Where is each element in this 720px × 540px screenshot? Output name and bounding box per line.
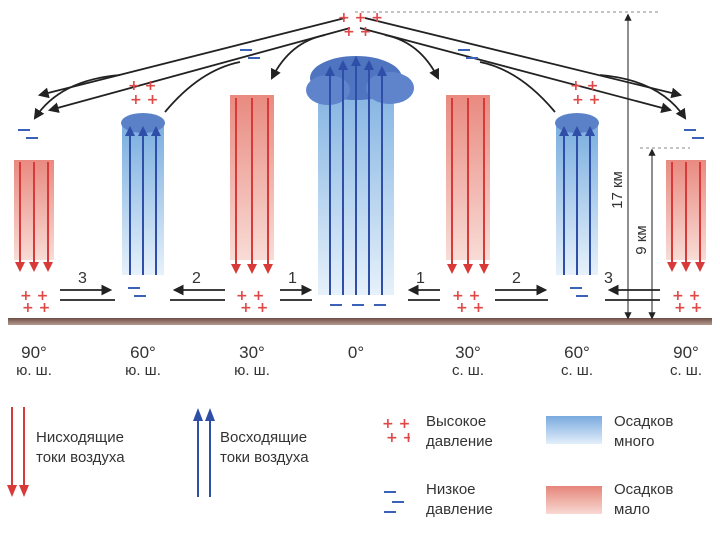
legend-down-icon bbox=[7, 407, 29, 497]
latitude-60-south: 60°ю. ш. bbox=[125, 343, 161, 380]
svg-text:+ +: + + bbox=[236, 288, 264, 304]
cell-3-north-label: 3 bbox=[604, 270, 613, 287]
surface-currents bbox=[60, 284, 660, 301]
ground-surface bbox=[8, 318, 712, 325]
svg-text:+ +: + + bbox=[22, 300, 50, 316]
svg-text:+ +: + + bbox=[130, 92, 158, 108]
latitude-90-north: 90°с. ш. bbox=[669, 343, 703, 380]
svg-text:+ +: + + bbox=[570, 78, 598, 94]
descending-column-south-30 bbox=[230, 95, 274, 274]
svg-text:+ +: + + bbox=[343, 24, 371, 40]
legend-up-icon bbox=[193, 408, 215, 497]
latitude-60-north: 60°с. ш. bbox=[560, 343, 594, 380]
low-pressure-signs bbox=[18, 49, 704, 306]
legend-high-pressure-icon: + + + + bbox=[382, 416, 410, 446]
svg-text:+ +: + + bbox=[456, 300, 484, 316]
svg-text:+ +: + + bbox=[20, 288, 48, 304]
ascending-column-south-60 bbox=[121, 113, 165, 275]
upper-air-currents bbox=[33, 17, 687, 120]
svg-text:+ +: + + bbox=[672, 288, 700, 304]
legend-much-precip-swatch bbox=[546, 416, 602, 444]
svg-text:+ +: + + bbox=[240, 300, 268, 316]
svg-text:+ +: + + bbox=[674, 300, 702, 316]
latitude-30-south: 30°ю. ш. bbox=[234, 343, 270, 380]
legend-little-precip-swatch bbox=[546, 486, 602, 514]
cell-2-north-label: 2 bbox=[512, 270, 521, 287]
ascending-column-north-60 bbox=[555, 113, 599, 275]
svg-text:+ +: + + bbox=[452, 288, 480, 304]
height-9-label: 9 км bbox=[633, 225, 650, 254]
svg-text:+ +: + + bbox=[128, 78, 156, 94]
latitude-0: 0° bbox=[347, 343, 365, 362]
svg-text:+ +: + + bbox=[572, 92, 600, 108]
descending-column-north-30 bbox=[446, 95, 490, 274]
cell-1-south-label: 1 bbox=[288, 270, 297, 287]
high-pressure-signs: + + ++ + + ++ + + ++ + + ++ + + ++ + + +… bbox=[20, 10, 702, 316]
height-17-label: 17 км bbox=[609, 171, 626, 209]
latitude-90-south: 90°ю. ш. bbox=[16, 343, 52, 380]
svg-text:+ + +: + + + bbox=[338, 10, 383, 26]
svg-text:+ +: + + bbox=[386, 430, 410, 446]
descending-column-north-90 bbox=[666, 160, 706, 272]
cell-3-south-label: 3 bbox=[78, 270, 87, 287]
svg-text:+ +: + + bbox=[382, 416, 410, 432]
cell-1-north-label: 1 bbox=[416, 270, 425, 287]
latitude-30-north: 30°с. ш. bbox=[451, 343, 485, 380]
legend-low-pressure-icon bbox=[384, 491, 404, 513]
ascending-column-equator bbox=[306, 56, 414, 295]
cell-2-south-label: 2 bbox=[192, 270, 201, 287]
descending-column-south-90 bbox=[14, 160, 54, 272]
